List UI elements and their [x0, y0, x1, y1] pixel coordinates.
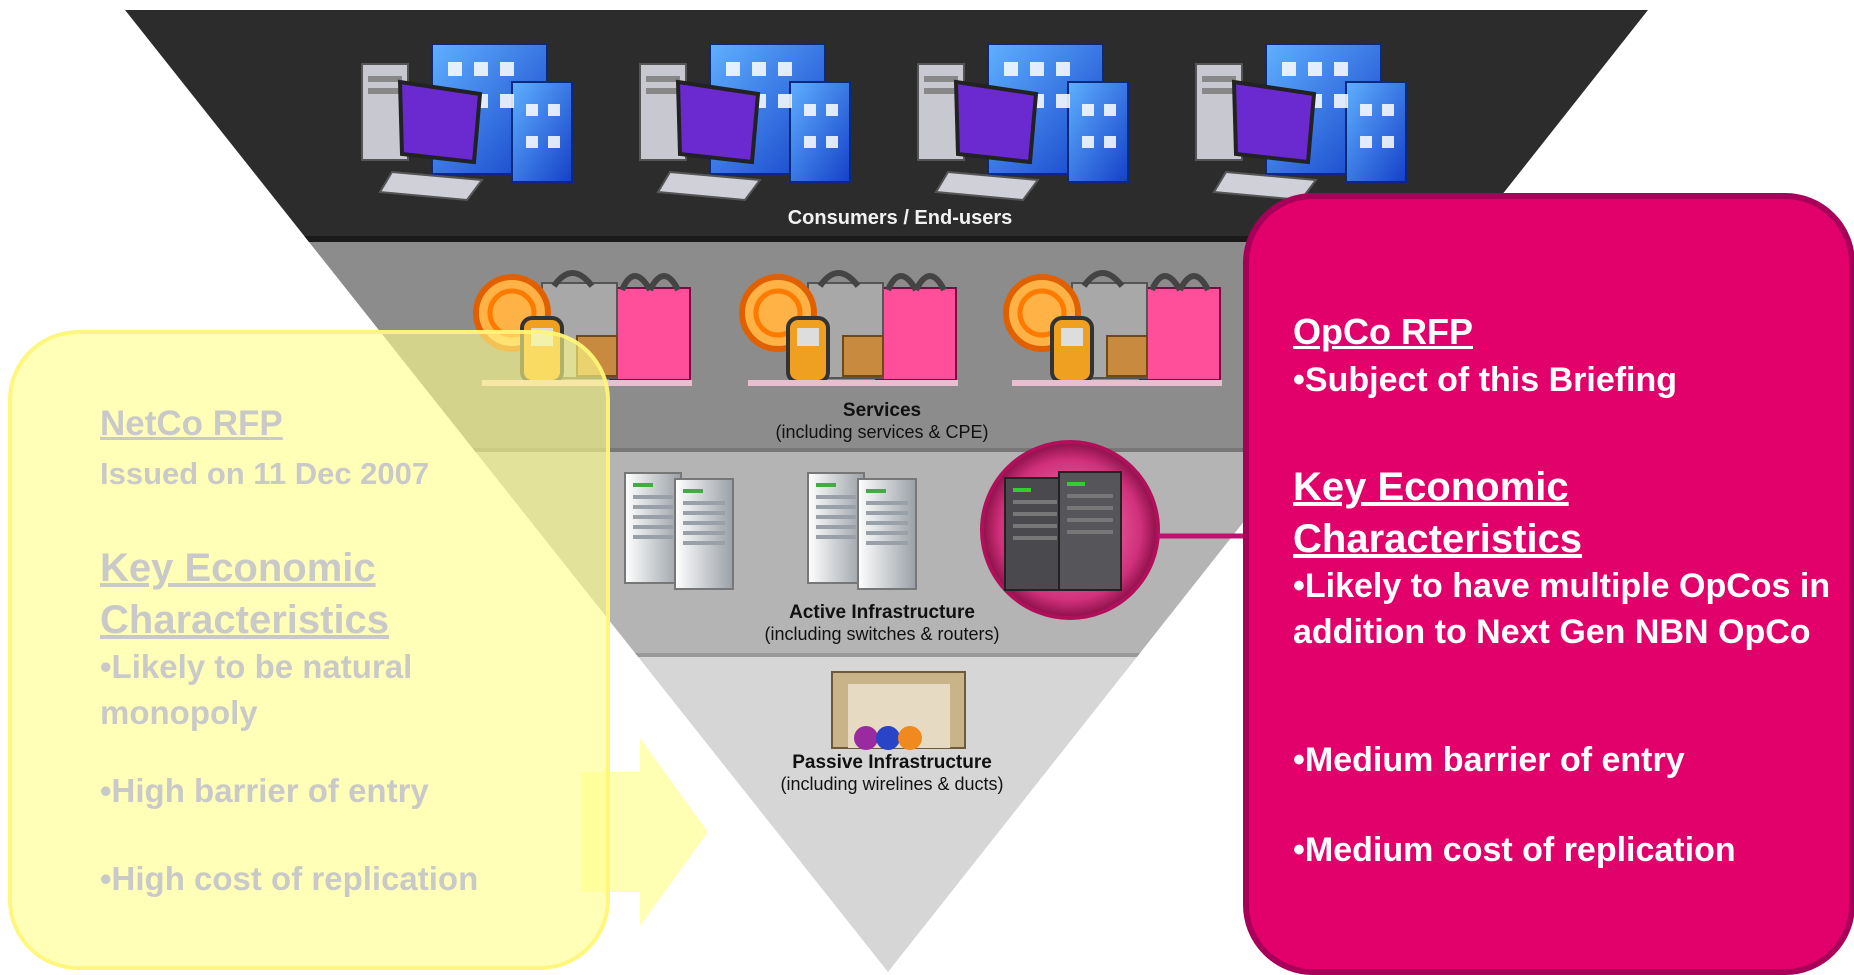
passive-subtitle: (including wirelines & ducts)	[780, 774, 1004, 794]
consumers-label: Consumers / End-users	[787, 207, 1013, 229]
server-rack-icon	[624, 440, 1160, 620]
opco-bullet: •Medium cost of replication	[1293, 831, 1736, 869]
netco-heading: NetCo RFP	[100, 404, 283, 443]
opco-heading: OpCo RFP	[1293, 311, 1473, 352]
services-subtitle: (including services & CPE)	[775, 422, 989, 442]
services-title: Services	[842, 400, 922, 421]
netco-issued: Issued on 11 Dec 2007	[100, 456, 430, 491]
active-title: Active Infrastructure	[789, 602, 975, 623]
active-subtitle: (including switches & routers)	[764, 624, 1000, 644]
active-label: Active Infrastructure (including switche…	[672, 602, 1092, 645]
netco-bullet: •High barrier of entry	[100, 772, 429, 809]
opco-card: OpCo RFP •Subject of this Briefing Key E…	[1243, 193, 1854, 975]
passive-title: Passive Infrastructure	[792, 752, 992, 773]
duct-box-icon	[831, 671, 966, 750]
opco-bullet: •Medium barrier of entry	[1293, 741, 1685, 779]
netco-card: NetCo RFP Issued on 11 Dec 2007 Key Econ…	[8, 330, 610, 970]
netco-bullet: •High cost of replication	[100, 860, 479, 897]
opco-characteristics-heading: Key Economic Characteristics	[1293, 465, 1583, 561]
netco-characteristics-heading: Key Economic Characteristics	[100, 546, 390, 642]
opco-bullet: •Likely to have multiple OpCos in additi…	[1293, 567, 1831, 651]
services-label: Services (including services & CPE)	[682, 400, 1082, 443]
passive-label: Passive Infrastructure (including wireli…	[682, 752, 1102, 795]
opco-subject: •Subject of this Briefing	[1293, 361, 1678, 399]
netco-bullet: •Likely to be natural monopoly	[100, 648, 413, 731]
arrow-shape	[582, 738, 708, 926]
